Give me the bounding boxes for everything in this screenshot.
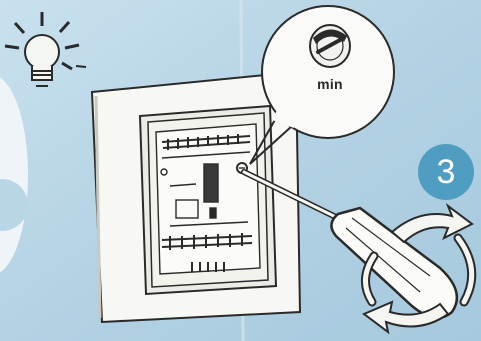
adjustment-knob-icon	[310, 25, 350, 67]
step-number-badge: 3	[418, 144, 474, 200]
zoom-label-min: min	[308, 76, 352, 92]
circuit-board	[156, 124, 260, 274]
